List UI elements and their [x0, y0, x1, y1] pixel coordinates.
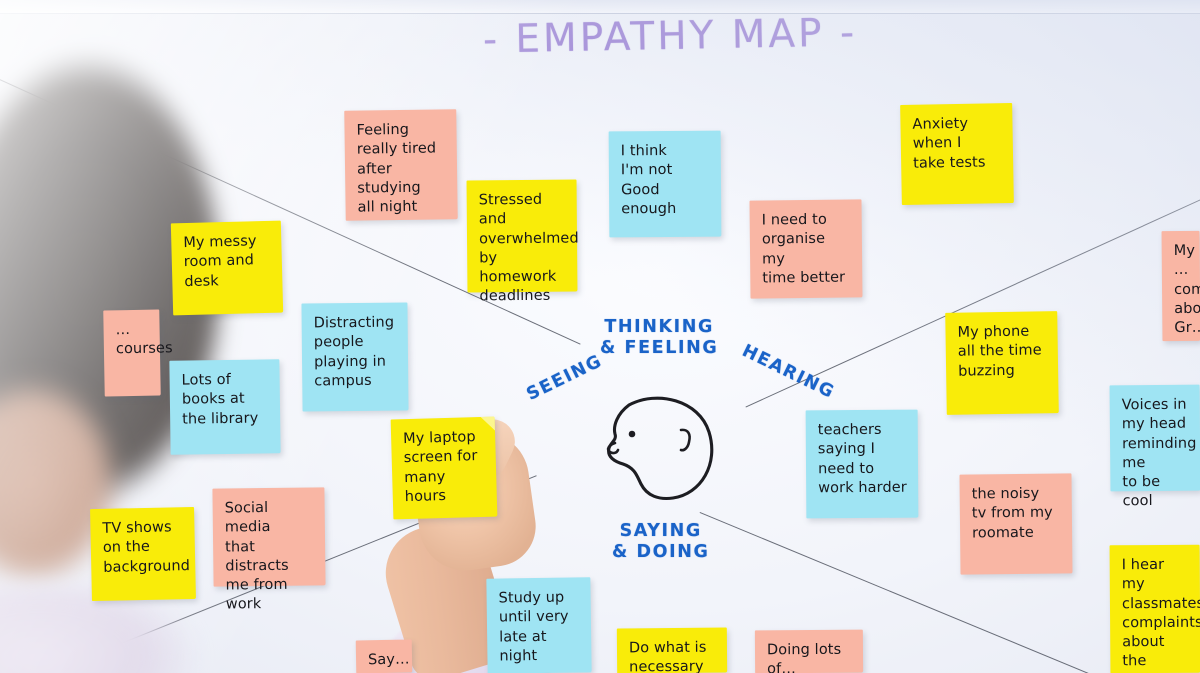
sticky-note-text: Anxiety when I take tests — [912, 115, 986, 172]
sticky-note[interactable]: Distracting people playing in campus — [301, 302, 409, 412]
sticky-note-text: … courses — [115, 322, 173, 358]
sticky-note[interactable]: Do what is necessary — [616, 627, 728, 673]
sticky-note[interactable]: Social media that distracts me from work — [212, 487, 326, 613]
quadrant-label-line2: & FEELING — [600, 337, 719, 358]
sticky-note[interactable]: Anxiety when I take tests — [900, 103, 1014, 205]
sticky-note[interactable]: TV shows on the background — [90, 506, 196, 602]
sticky-note[interactable]: teachers saying I need to work harder — [805, 409, 919, 519]
sticky-note[interactable]: Doing lots of… — [754, 629, 864, 673]
sticky-note[interactable]: Study up until very late at night — [486, 577, 592, 673]
quadrant-label-thinking-feeling: THINKING & FEELING — [600, 317, 718, 358]
sticky-note-text: Do what is necessary — [628, 639, 707, 673]
sticky-note-text: TV shows on the background — [102, 519, 191, 576]
sticky-note-text: My messy room and desk — [183, 233, 257, 290]
sticky-note[interactable]: the noisy tv from my roomate — [959, 473, 1073, 575]
board-title: - EMPATHY MAP - — [482, 10, 858, 63]
sticky-note-text: Stressed and overwhelmed by homework dea… — [478, 191, 579, 305]
sticky-note-text: Feeling really tired after studying all … — [356, 121, 437, 216]
sticky-note[interactable]: Stressed and overwhelmed by homework dea… — [466, 179, 579, 305]
sticky-note-text: Study up until very late at night — [498, 589, 569, 665]
sticky-note[interactable]: My phone all the time buzzing — [945, 311, 1059, 415]
head-profile-sketch — [585, 388, 725, 518]
sticky-note[interactable]: My messy room and desk — [170, 220, 284, 316]
sticky-note-text: teachers saying I need to work harder — [817, 421, 907, 497]
sticky-note[interactable]: I need to organise my time better — [749, 199, 863, 299]
quadrant-label-line1: THINKING — [604, 317, 714, 337]
sticky-note[interactable]: I hear my classmates complaints about th… — [1109, 544, 1200, 673]
sticky-note-text: My laptop screen for many hours — [402, 429, 478, 505]
whiteboard-top-edge — [0, 0, 1200, 14]
sticky-note-text: My phone all the time buzzing — [957, 323, 1042, 380]
sticky-note[interactable]: I think I'm not Good enough — [608, 130, 722, 238]
sticky-note[interactable]: … courses — [103, 309, 173, 397]
sticky-note-text: My … com… abo… Gr… — [1173, 242, 1200, 337]
sticky-note-text: I hear my classmates complaints about th… — [1121, 556, 1200, 673]
sticky-note-text: Voices in my head reminding me to be coo… — [1121, 396, 1197, 510]
sticky-note[interactable]: Lots of books at the library — [169, 359, 281, 455]
sticky-note[interactable]: My … com… abo… Gr… — [1161, 230, 1200, 342]
quadrant-label-line1: SAYING — [619, 521, 702, 541]
sticky-note-text: Distracting people playing in campus — [313, 314, 395, 390]
sticky-note-text: Say… — [367, 651, 410, 669]
quadrant-label-saying-doing: SAYING & DOING — [612, 521, 709, 562]
quadrant-label-line2: & DOING — [612, 541, 710, 562]
sticky-note[interactable]: Say… — [355, 639, 413, 673]
sticky-note-text: Lots of books at the library — [181, 371, 259, 428]
sticky-note-text: the noisy tv from my roomate — [971, 485, 1053, 542]
sticky-note-text: I think I'm not Good enough — [620, 142, 677, 218]
sticky-note[interactable]: Voices in my head reminding me to be coo… — [1109, 384, 1200, 510]
sticky-note-text: Doing lots of… — [766, 641, 842, 673]
sticky-note[interactable]: Feeling really tired after studying all … — [344, 109, 458, 221]
sticky-note-text: Social media that distracts me from work — [224, 500, 289, 613]
sticky-note-text: I need to organise my time better — [761, 211, 846, 287]
sticky-note[interactable]: My laptop screen for many hours — [390, 416, 498, 520]
